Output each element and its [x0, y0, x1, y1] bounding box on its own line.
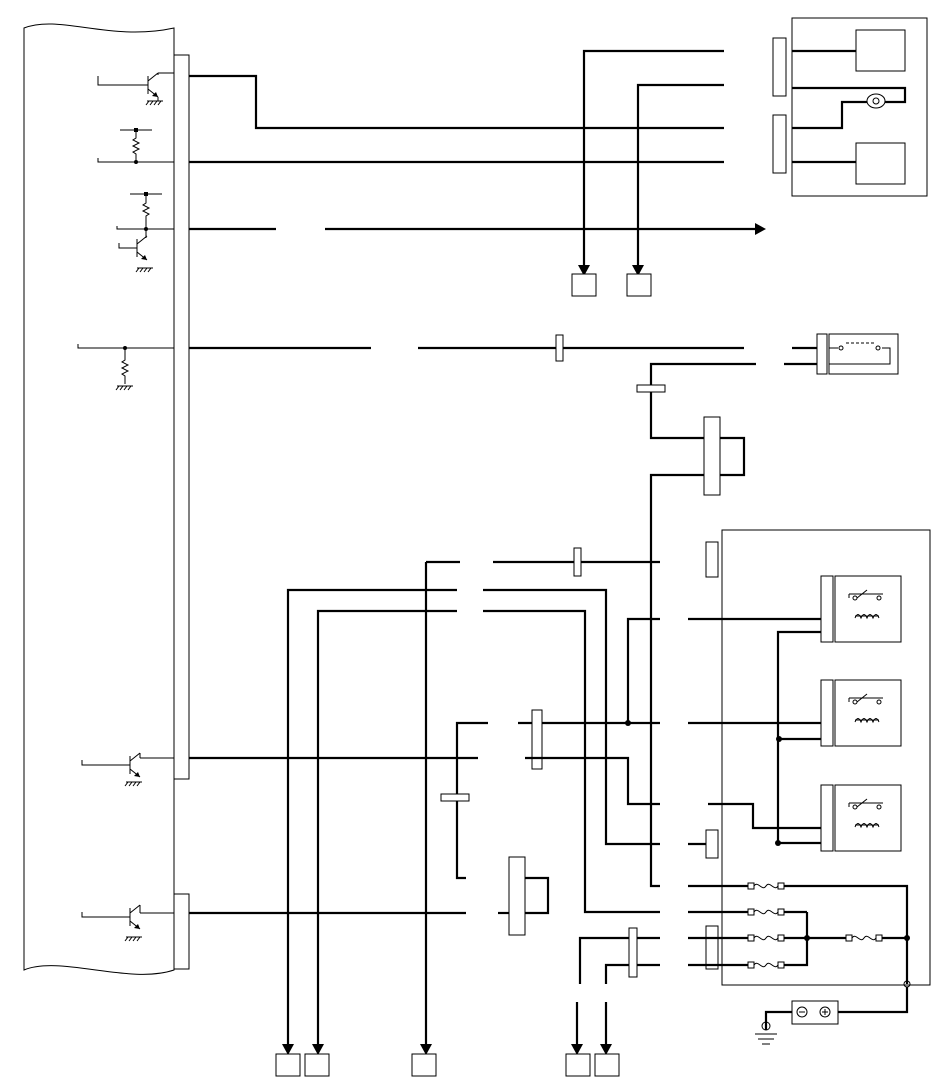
- terminal-box: [594, 1053, 620, 1077]
- control-unit-connector-top: [173, 54, 190, 780]
- arrow-down-icon: [571, 1044, 583, 1055]
- terminal-box: [275, 1053, 301, 1077]
- connector-lower: [628, 927, 638, 978]
- transistor-1: [97, 72, 174, 106]
- arrow-right-icon: [755, 223, 766, 235]
- connector-mid: [531, 709, 543, 770]
- connector-top-right-upper: [772, 37, 787, 97]
- component-block-lower: [855, 142, 906, 185]
- lamp-icon: [866, 93, 886, 109]
- resistor-2: [77, 344, 174, 391]
- arrow-down-icon: [282, 1044, 294, 1055]
- connector-relay-box: [705, 925, 719, 970]
- inline-connector: [573, 547, 582, 577]
- terminal-box: [571, 273, 597, 297]
- terminal-box: [565, 1053, 591, 1077]
- terminal-box: [626, 273, 652, 297]
- connector-top-right-lower: [772, 114, 787, 174]
- arrow-down-icon: [420, 1044, 432, 1055]
- component-block-upper: [855, 29, 906, 72]
- transistor-2: [116, 192, 174, 273]
- inline-connector: [555, 334, 564, 362]
- arrow-down-icon: [632, 265, 644, 276]
- arrow-down-icon: [600, 1044, 612, 1055]
- relay-2: [820, 679, 902, 747]
- switch-box: [828, 333, 899, 375]
- arrow-down-icon: [578, 265, 590, 276]
- connector-loop-lower: [508, 856, 526, 936]
- transistor-3: [81, 752, 174, 787]
- connector-relay-box: [705, 829, 719, 859]
- relay-1: [820, 575, 902, 643]
- terminal-box: [411, 1053, 437, 1077]
- resistor-1: [97, 128, 174, 164]
- connector-relay-box: [705, 541, 719, 578]
- relay-3: [820, 784, 902, 852]
- transistor-4: [81, 904, 174, 942]
- connector-switch: [816, 333, 828, 375]
- inline-connector: [440, 793, 470, 802]
- ground-icon: [755, 1033, 777, 1045]
- terminal-box: [304, 1053, 330, 1077]
- control-unit-connector-bottom: [173, 893, 190, 970]
- inline-connector: [636, 384, 666, 393]
- arrow-down-icon: [312, 1044, 324, 1055]
- control-unit-panel: [23, 23, 175, 975]
- battery-icon: [791, 1000, 839, 1025]
- connector-loop: [703, 416, 721, 496]
